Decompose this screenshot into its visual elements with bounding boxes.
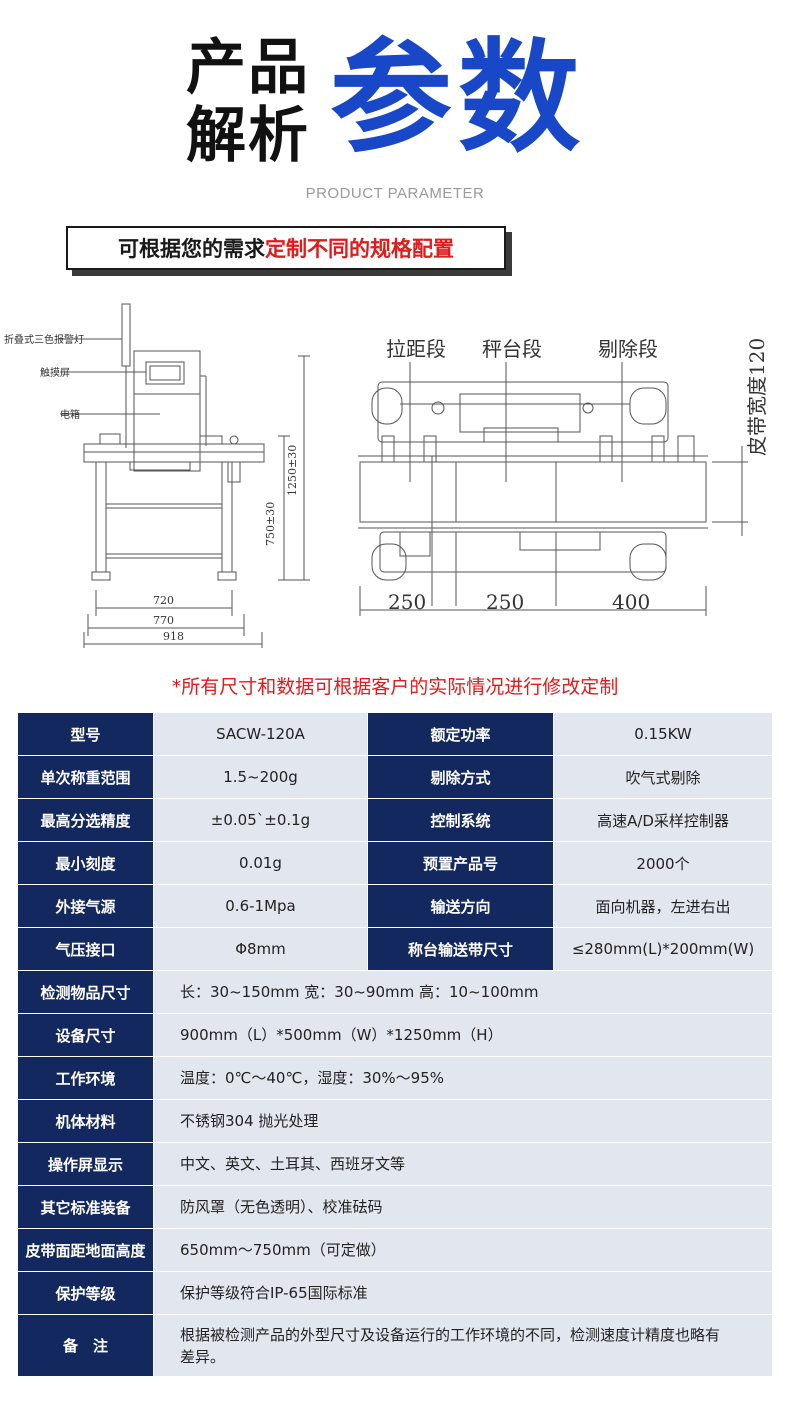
electric-cabinet bbox=[133, 350, 201, 472]
spec-key: 其它标准装备 bbox=[18, 1186, 154, 1228]
table-row: 机体材料 不锈钢304 抛光处理 bbox=[18, 1100, 772, 1143]
dim-1250: 1250±30 bbox=[286, 445, 299, 496]
banner-text-black: 可根据您的需求 bbox=[118, 237, 265, 261]
specs-table: 型号 SACW-120A 额定功率 0.15KW 单次称重范围 1.5~200g… bbox=[18, 713, 772, 1377]
title-small: 产品 解析 bbox=[186, 34, 326, 170]
dim-720: 720 bbox=[153, 594, 174, 607]
spec-key: 设备尺寸 bbox=[18, 1014, 154, 1056]
spec-value: 900mm（L）*500mm（W）*1250mm（H） bbox=[154, 1014, 772, 1056]
spec-key: 称台输送带尺寸 bbox=[368, 928, 554, 970]
label-weigh-section: 秤台段 bbox=[482, 337, 542, 361]
technical-drawing: 折叠式三色报警灯 触摸屏 电箱 720 770 918 750±30 1250±… bbox=[0, 296, 790, 656]
table-row: 操作屏显示 中文、英文、土耳其、西班牙文等 bbox=[18, 1143, 772, 1186]
dim-770: 770 bbox=[153, 614, 174, 627]
spec-value: 长：30~150mm 宽：30~90mm 高：10~100mm bbox=[154, 971, 772, 1013]
banner: 可根据您的需求定制不同的规格配置 bbox=[66, 226, 506, 270]
spec-key: 气压接口 bbox=[18, 928, 154, 970]
dim-750: 750±30 bbox=[264, 502, 277, 546]
frame-bottom bbox=[379, 531, 667, 573]
spec-value: 中文、英文、土耳其、西班牙文等 bbox=[154, 1143, 772, 1185]
spec-key: 最高分选精度 bbox=[18, 799, 154, 841]
spec-key: 单次称重范围 bbox=[18, 756, 154, 798]
spec-value: ±0.05`±0.1g bbox=[154, 799, 368, 841]
spec-key: 备 注 bbox=[18, 1315, 154, 1376]
label-lamp: 折叠式三色报警灯 bbox=[4, 333, 84, 346]
spec-value: 1.5~200g bbox=[154, 756, 368, 798]
table-row: 型号 SACW-120A 额定功率 0.15KW bbox=[18, 713, 772, 756]
touch-screen bbox=[145, 361, 185, 385]
spec-value: 面向机器，左进右出 bbox=[554, 885, 772, 927]
title-english: PRODUCT PARAMETER bbox=[305, 185, 485, 202]
title-small-line2: 解析 bbox=[186, 101, 310, 171]
dim-918: 918 bbox=[163, 630, 184, 643]
dim-250-b: 250 bbox=[486, 590, 524, 614]
table-row: 其它标准装备 防风罩（无色透明）、校准砝码 bbox=[18, 1186, 772, 1229]
spec-key: 型号 bbox=[18, 713, 154, 755]
table-row: 设备尺寸 900mm（L）*500mm（W）*1250mm（H） bbox=[18, 1014, 772, 1057]
spec-key: 检测物品尺寸 bbox=[18, 971, 154, 1013]
spec-value: 0.6-1Mpa bbox=[154, 885, 368, 927]
banner-text: 可根据您的需求定制不同的规格配置 bbox=[68, 228, 504, 268]
banner-text-red: 定制不同的规格配置 bbox=[265, 237, 454, 261]
spec-value: 温度：0℃～40℃，湿度：30%～95% bbox=[154, 1057, 772, 1099]
spec-key: 外接气源 bbox=[18, 885, 154, 927]
spec-key: 输送方向 bbox=[368, 885, 554, 927]
table-row: 备 注 根据被检测产品的外型尺寸及设备运行的工作环境的不同，检测速度计精度也略有… bbox=[18, 1315, 772, 1377]
frame-top bbox=[377, 381, 669, 443]
label-reject-section: 剔除段 bbox=[598, 337, 658, 361]
title-big: 参数 bbox=[330, 27, 586, 169]
dim-250-a: 250 bbox=[388, 590, 426, 614]
label-cabinet: 电箱 bbox=[60, 408, 80, 421]
spec-value: Φ8mm bbox=[154, 928, 368, 970]
conveyor-deck bbox=[83, 443, 265, 463]
conveyor-sections bbox=[359, 461, 707, 523]
spec-key: 工作环境 bbox=[18, 1057, 154, 1099]
table-row: 最高分选精度 ±0.05`±0.1g 控制系统 高速A/D采样控制器 bbox=[18, 799, 772, 842]
spec-value: 650mm～750mm（可定做） bbox=[154, 1229, 772, 1271]
title-small-line1: 产品 bbox=[186, 33, 310, 103]
table-row: 气压接口 Φ8mm 称台输送带尺寸 ≤280mm(L)*200mm(W) bbox=[18, 928, 772, 971]
spec-value: 防风罩（无色透明）、校准砝码 bbox=[154, 1186, 772, 1228]
spec-key: 控制系统 bbox=[368, 799, 554, 841]
spec-value: SACW-120A bbox=[154, 713, 368, 755]
spec-value: 0.15KW bbox=[554, 713, 772, 755]
spec-key: 机体材料 bbox=[18, 1100, 154, 1142]
spec-key: 预置产品号 bbox=[368, 842, 554, 884]
table-row: 工作环境 温度：0℃～40℃，湿度：30%～95% bbox=[18, 1057, 772, 1100]
leg-left bbox=[95, 461, 107, 573]
spec-key: 保护等级 bbox=[18, 1272, 154, 1314]
table-row: 检测物品尺寸 长：30~150mm 宽：30~90mm 高：10~100mm bbox=[18, 971, 772, 1014]
label-screen: 触摸屏 bbox=[40, 366, 70, 379]
spec-key: 最小刻度 bbox=[18, 842, 154, 884]
air-valve bbox=[677, 435, 695, 463]
lamp-tower bbox=[121, 303, 131, 367]
spec-key: 操作屏显示 bbox=[18, 1143, 154, 1185]
table-row: 外接气源 0.6-1Mpa 输送方向 面向机器，左进右出 bbox=[18, 885, 772, 928]
spec-value: 2000个 bbox=[554, 842, 772, 884]
table-row: 保护等级 保护等级符合IP-65国际标准 bbox=[18, 1272, 772, 1315]
spec-value: 吹气式剔除 bbox=[554, 756, 772, 798]
table-row: 皮带面距地面高度 650mm～750mm（可定做） bbox=[18, 1229, 772, 1272]
spec-key: 剔除方式 bbox=[368, 756, 554, 798]
spec-key: 皮带面距地面高度 bbox=[18, 1229, 154, 1271]
label-belt-width: 皮带宽度120 bbox=[745, 338, 769, 456]
drawing-svg: 折叠式三色报警灯 触摸屏 电箱 720 770 918 750±30 1250±… bbox=[4, 303, 769, 648]
spec-value: 高速A/D采样控制器 bbox=[554, 799, 772, 841]
spec-value: ≤280mm(L)*200mm(W) bbox=[554, 928, 772, 970]
spec-value: 不锈钢304 抛光处理 bbox=[154, 1100, 772, 1142]
table-row: 最小刻度 0.01g 预置产品号 2000个 bbox=[18, 842, 772, 885]
leg-right bbox=[221, 461, 233, 573]
table-row: 单次称重范围 1.5~200g 剔除方式 吹气式剔除 bbox=[18, 756, 772, 799]
spec-value: 保护等级符合IP-65国际标准 bbox=[154, 1272, 772, 1314]
spec-value: 0.01g bbox=[154, 842, 368, 884]
label-pull-section: 拉距段 bbox=[386, 337, 446, 361]
spec-value: 根据被检测产品的外型尺寸及设备运行的工作环境的不同，检测速度计精度也略有差异。 bbox=[154, 1315, 772, 1376]
spec-key: 额定功率 bbox=[368, 713, 554, 755]
dim-400: 400 bbox=[612, 590, 650, 614]
customization-note: *所有尺寸和数据可根据客户的实际情况进行修改定制 bbox=[171, 676, 619, 698]
